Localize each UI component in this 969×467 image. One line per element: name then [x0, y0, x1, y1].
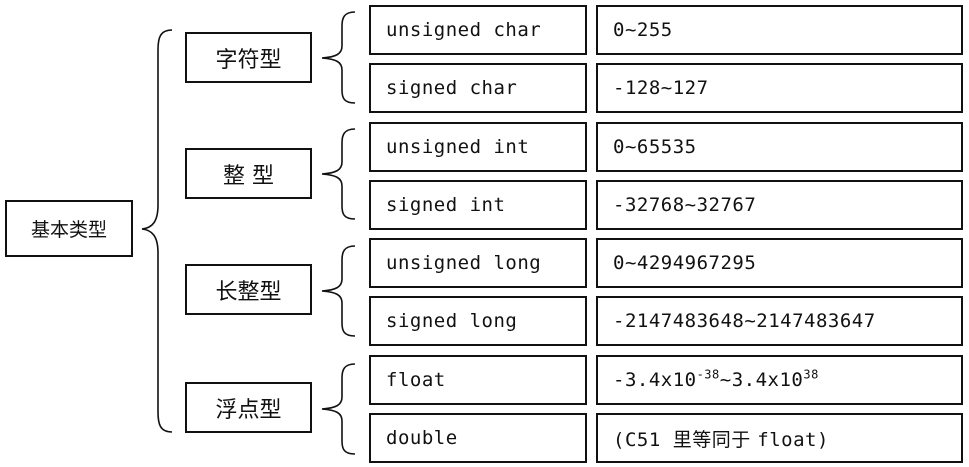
brace-int	[321, 128, 356, 220]
range-cell: 0~65535	[596, 122, 963, 172]
type-text: signed long	[386, 310, 518, 332]
root-node: 基本类型	[5, 200, 133, 257]
type-cell: unsigned long	[369, 238, 587, 288]
category-int: 整 型	[185, 148, 312, 199]
range-text: -3.4x10-38~3.4x1038	[613, 369, 819, 391]
brace-long	[321, 245, 356, 337]
brace-float	[321, 363, 356, 455]
type-text: unsigned int	[386, 136, 530, 158]
type-text: float	[386, 369, 446, 391]
range-cell: 0~255	[596, 5, 963, 55]
range-cell: -2147483648~2147483647	[596, 296, 963, 346]
type-text: unsigned long	[386, 252, 542, 274]
type-cell: unsigned char	[369, 5, 587, 55]
range-note: 里等同于	[672, 428, 758, 451]
range-cell: -3.4x10-38~3.4x1038	[596, 355, 963, 405]
type-cell: unsigned int	[369, 122, 587, 172]
range-exponent: 38	[803, 367, 819, 382]
range-cell: (C51 里等同于 float)	[596, 413, 963, 463]
type-cell: float	[369, 355, 587, 405]
range-cell: -32768~32767	[596, 180, 963, 230]
type-cell: signed char	[369, 63, 587, 113]
category-label: 字符型	[215, 47, 282, 73]
category-label: 长整型	[215, 279, 282, 305]
range-text: 0~4294967295	[613, 252, 757, 274]
range-cell: 0~4294967295	[596, 238, 963, 288]
category-float: 浮点型	[185, 382, 312, 433]
category-char: 字符型	[185, 32, 312, 83]
type-cell: double	[369, 413, 587, 463]
type-text: unsigned char	[386, 19, 542, 41]
range-mantissa: -3.4x10	[613, 369, 697, 391]
type-text: signed char	[386, 77, 518, 99]
range-note-open: (C51	[613, 428, 673, 451]
category-label: 浮点型	[215, 397, 282, 423]
range-text: 0~255	[613, 19, 673, 41]
range-mantissa: ~3.4x10	[719, 369, 804, 391]
range-text: -32768~32767	[613, 194, 757, 216]
range-text: (C51 里等同于 float)	[613, 425, 829, 452]
range-text: -128~127	[613, 77, 709, 99]
type-text: double	[386, 427, 458, 449]
type-cell: signed long	[369, 296, 587, 346]
type-cell: signed int	[369, 180, 587, 230]
range-exponent: -38	[696, 367, 720, 382]
range-cell: -128~127	[596, 63, 963, 113]
range-text: 0~65535	[613, 136, 697, 158]
range-note-close: float)	[757, 428, 829, 451]
brace-char	[321, 11, 356, 104]
category-label: 整 型	[223, 163, 274, 189]
root-brace	[141, 29, 173, 433]
type-text: signed int	[386, 194, 506, 216]
root-label: 基本类型	[30, 219, 107, 241]
category-long: 长整型	[185, 264, 312, 315]
range-text: -2147483648~2147483647	[613, 310, 876, 332]
